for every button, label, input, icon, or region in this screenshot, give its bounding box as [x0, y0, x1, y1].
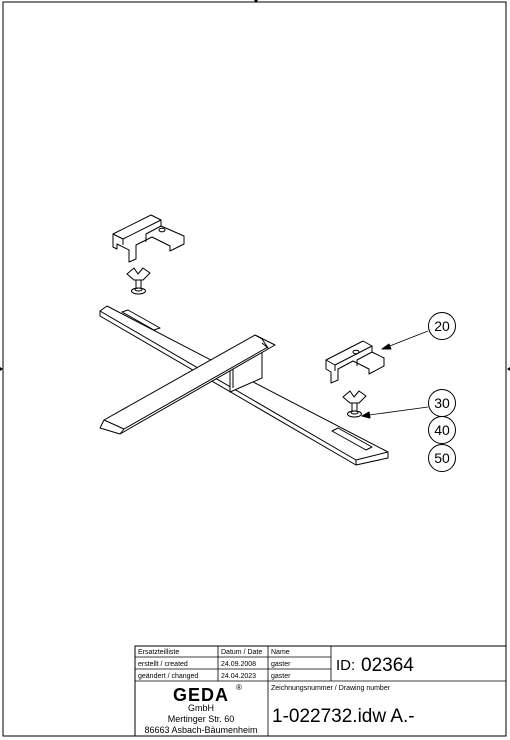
exploded-assembly-drawing — [99, 214, 429, 466]
callout-balloons: 20 30 40 50 — [428, 312, 456, 472]
title-block: Ersatzteilliste Datum / Date Name erstel… — [134, 645, 507, 737]
created-label: erstellt / created — [138, 661, 188, 668]
created-name: gaster — [271, 661, 291, 668]
callout-50: 50 — [428, 444, 456, 472]
centering-mark-left — [0, 367, 3, 371]
callout-40: 40 — [428, 416, 456, 444]
company-city: 86663 Asbach-Bäumenheim — [144, 725, 257, 735]
drawing-number-label: Zeichnungsnummer / Drawing number — [271, 685, 391, 692]
clamp-bracket-right — [325, 340, 385, 384]
leader-arrow-30 — [361, 411, 371, 419]
company-street: Mertinger Str. 60 — [168, 714, 235, 724]
callout-40-label: 40 — [434, 422, 450, 438]
changed-label: geändert / changed — [138, 673, 198, 680]
drawing-number: 1-022732.idw A.- — [272, 706, 415, 727]
wing-bolt-right — [342, 390, 367, 418]
col-list-label: Ersatzteilliste — [138, 649, 179, 656]
callout-20: 20 — [428, 312, 456, 340]
col-name-label: Name — [271, 649, 290, 656]
company-logo-registered-mark: ® — [236, 683, 242, 692]
clamp-bracket-left — [112, 214, 185, 263]
company-gmbh: GmbH — [188, 703, 214, 713]
col-date-label: Datum / Date — [221, 649, 262, 656]
callout-50-label: 50 — [434, 450, 450, 466]
centering-mark-top — [254, 0, 258, 3]
changed-name: gaster — [271, 673, 291, 680]
callout-30-label: 30 — [434, 395, 450, 411]
changed-date: 24.04.2023 — [221, 673, 256, 680]
wing-bolt-left — [126, 267, 151, 295]
leader-line-30 — [361, 406, 429, 417]
cross-rail — [99, 334, 276, 435]
id-label: ID: — [336, 657, 355, 674]
leader-arrow-20 — [381, 343, 392, 350]
callout-30: 30 — [428, 389, 456, 417]
company-logo: GEDA — [173, 685, 229, 705]
centering-mark-right — [507, 367, 510, 371]
callout-20-label: 20 — [434, 318, 450, 334]
created-date: 24.09.2008 — [221, 661, 256, 668]
id-value: 02364 — [361, 655, 414, 676]
